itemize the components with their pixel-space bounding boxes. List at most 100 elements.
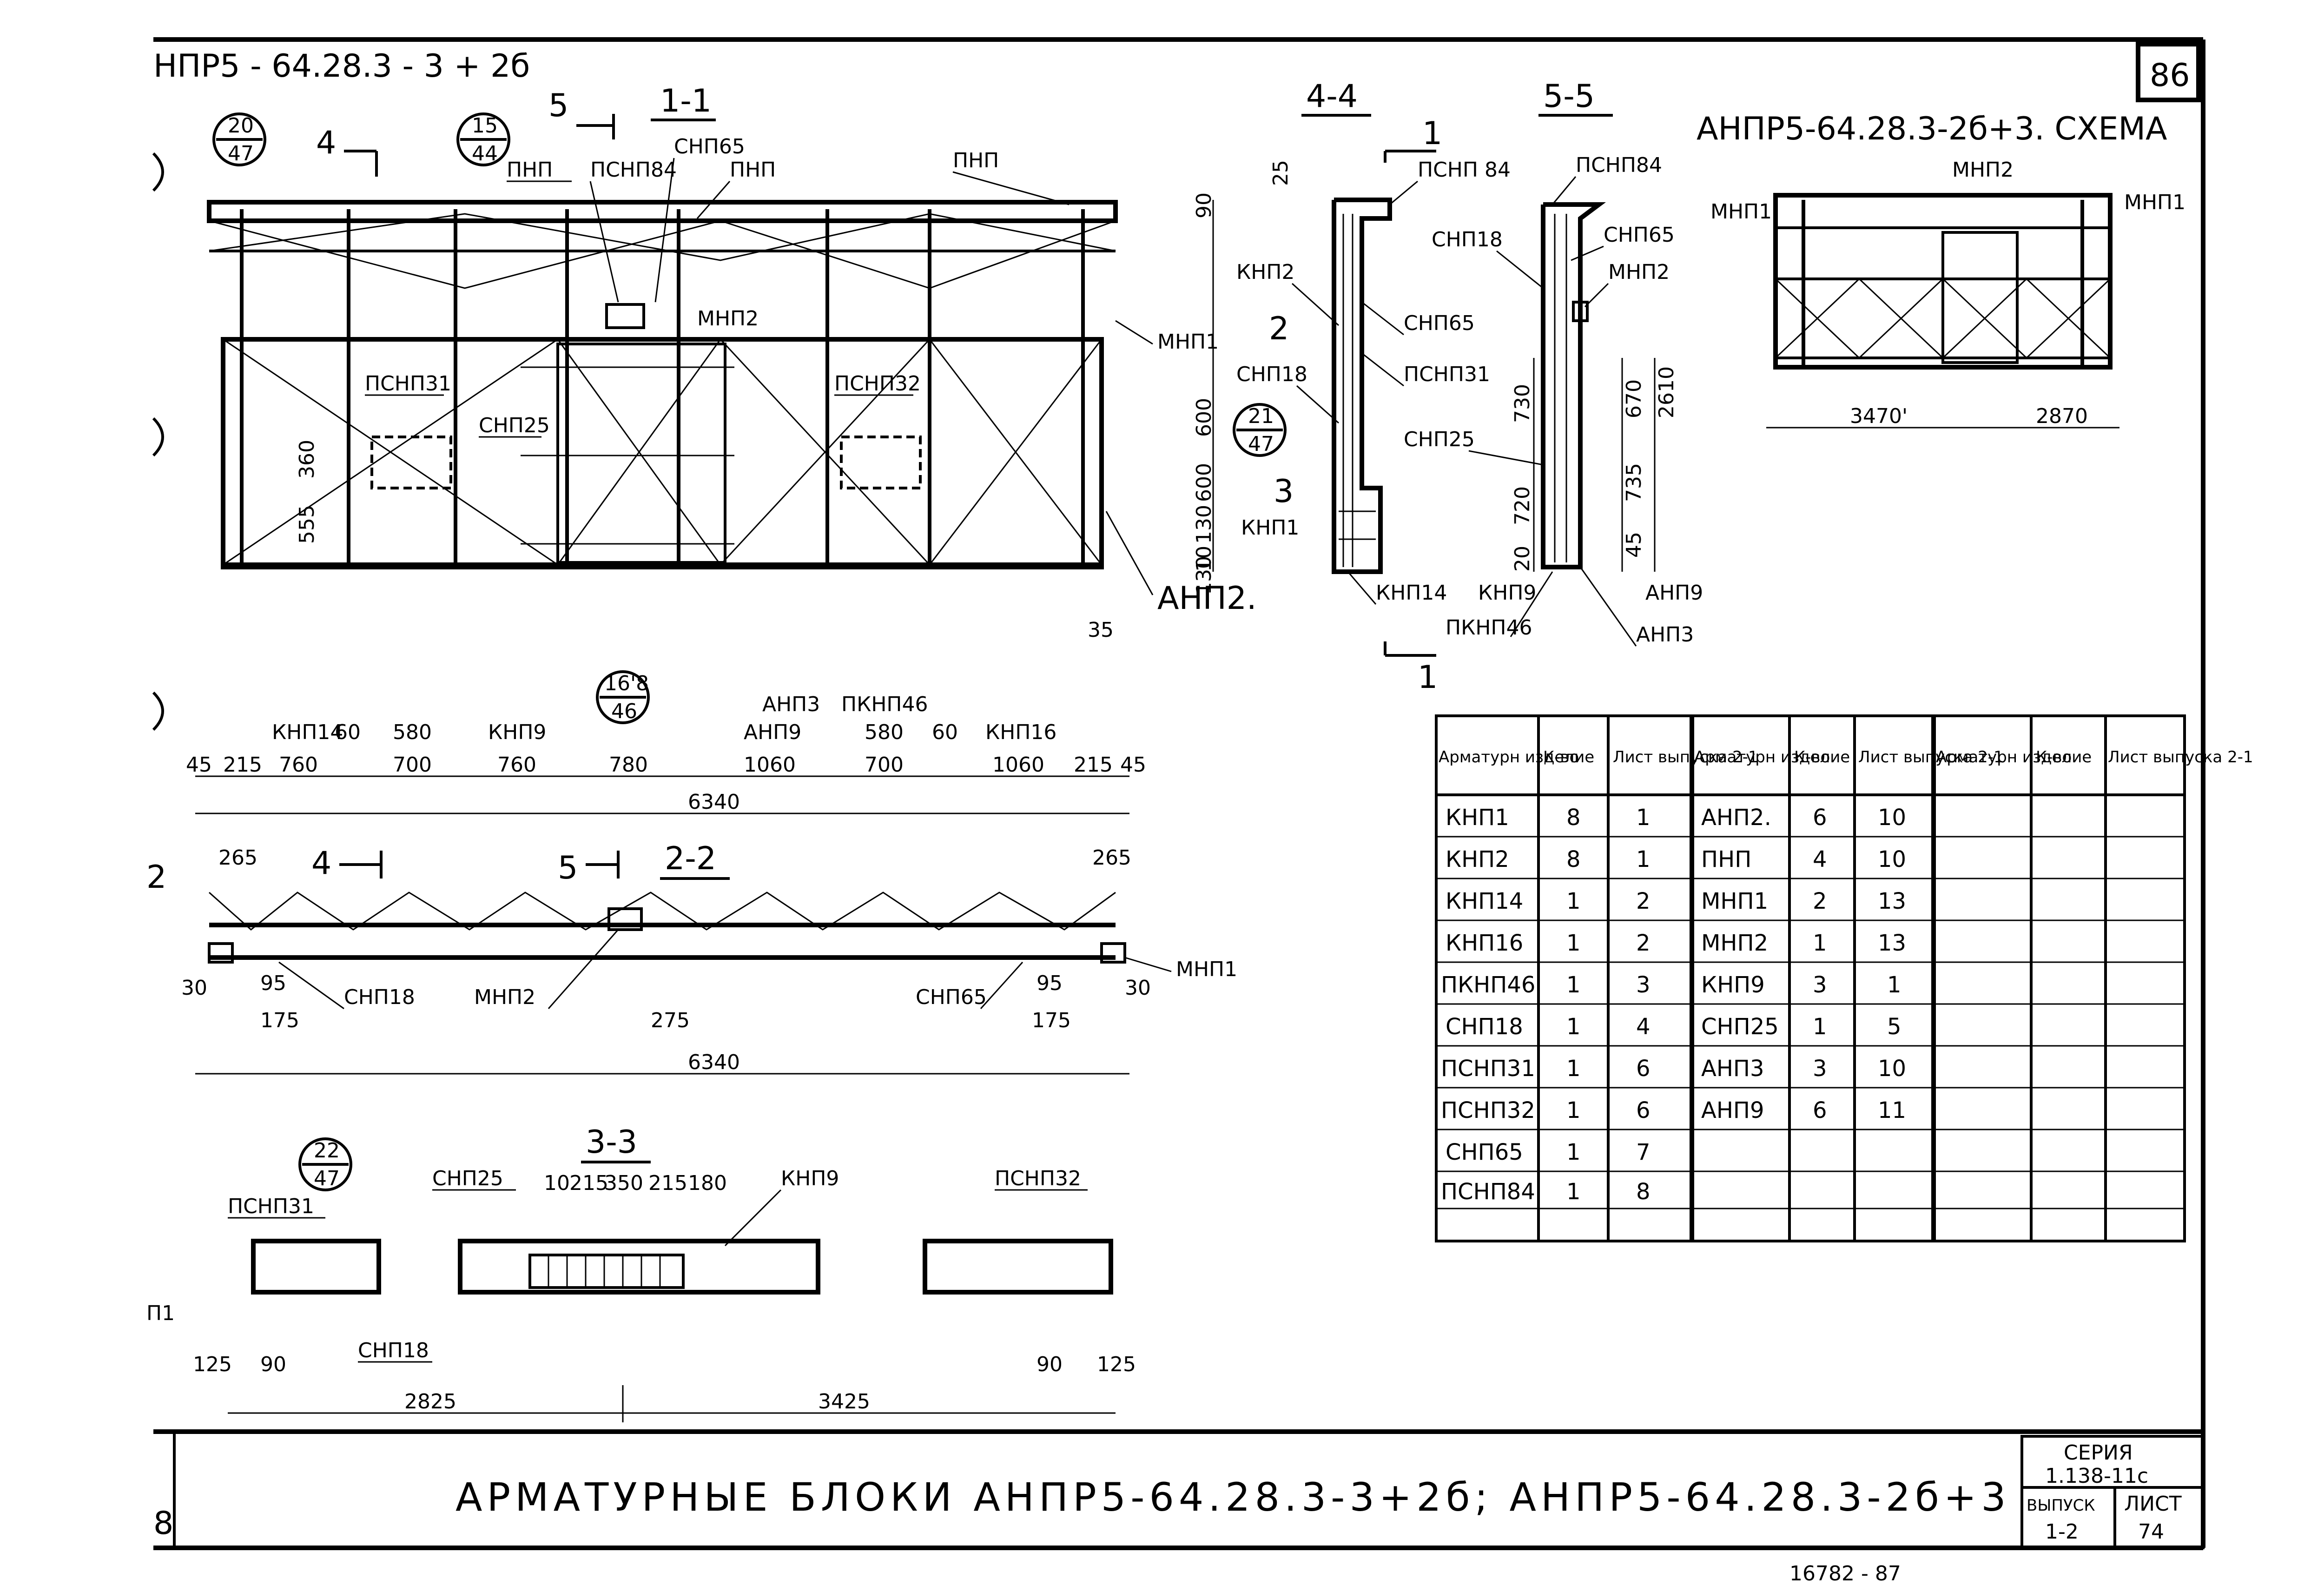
svg-text:АНП3: АНП3	[1636, 623, 1694, 647]
svg-text:1: 1	[1636, 805, 1651, 831]
svg-text:600: 600	[1192, 463, 1216, 502]
left-break-arcs	[152, 152, 164, 731]
svg-text:175: 175	[260, 1009, 299, 1032]
svg-text:735: 735	[1622, 463, 1646, 502]
svg-text:1: 1	[1566, 888, 1581, 914]
svg-text:5: 5	[558, 850, 578, 886]
svg-text:670: 670	[1622, 379, 1646, 418]
svg-text:5-5: 5-5	[1543, 78, 1595, 115]
svg-text:760: 760	[497, 753, 536, 777]
svg-text:45: 45	[1622, 532, 1646, 558]
label-knp16: КНП16	[985, 720, 1056, 744]
svg-text:КНП14: КНП14	[1376, 581, 1447, 605]
svg-text:215: 215	[223, 753, 262, 777]
svg-text:13: 13	[1878, 888, 1906, 914]
svg-text:580: 580	[393, 720, 432, 744]
svg-text:15: 15	[472, 114, 498, 138]
svg-text:95: 95	[260, 971, 286, 995]
svg-text:КНП9: КНП9	[781, 1167, 839, 1190]
section-cut-5-top: 5	[548, 87, 615, 139]
svg-text:5: 5	[548, 87, 568, 124]
title-block: 8 АРМАТУРНЫЕ БЛОКИ АНПР5-64.28.3-3+2б; А…	[153, 1435, 2205, 1585]
svg-text:ПСНП32: ПСНП32	[995, 1167, 1081, 1190]
svg-text:7: 7	[1636, 1139, 1651, 1165]
svg-text:600: 600	[1192, 398, 1216, 437]
svg-text:47: 47	[314, 1167, 340, 1190]
drawing-label: НПР5 - 64.28.3 - 3 + 2б	[153, 48, 530, 85]
svg-text:МНП1: МНП1	[1701, 888, 1768, 914]
svg-text:360: 360	[295, 440, 319, 479]
sheet-value: 74	[2138, 1520, 2164, 1544]
issue-value: 1-2	[2045, 1520, 2079, 1544]
svg-text:1: 1	[1566, 1014, 1581, 1040]
svg-text:СНП65: СНП65	[1446, 1139, 1523, 1165]
svg-text:350: 350	[604, 1171, 643, 1195]
svg-text:8: 8	[1566, 846, 1581, 872]
svg-text:КНП2: КНП2	[1446, 846, 1509, 872]
svg-text:Лист выпуска 2-1: Лист выпуска 2-1	[1613, 748, 1758, 766]
svg-text:МНП2: МНП2	[1608, 260, 1670, 284]
svg-text:АНП9: АНП9	[1645, 581, 1703, 605]
svg-text:МНП1: МНП1	[1176, 958, 1237, 981]
label-snp65: СНП65	[674, 135, 745, 159]
svg-text:580: 580	[865, 720, 904, 744]
svg-text:90: 90	[1192, 192, 1216, 218]
svg-text:1: 1	[1418, 659, 1438, 696]
main-elevation	[207, 200, 1118, 569]
label-knp14: КНП14	[272, 720, 343, 744]
svg-text:2610: 2610	[1655, 366, 1678, 418]
label-psnp31: ПСНП31	[365, 372, 451, 396]
svg-text:30: 30	[181, 976, 207, 1000]
svg-text:1: 1	[1813, 930, 1827, 956]
elevation-bottom-dims: КНП14 60 580 КНП9 АНП3 АНП9 ПКНП46 580 6…	[186, 693, 1146, 814]
svg-text:СНП18: СНП18	[344, 985, 415, 1009]
svg-text:265: 265	[1092, 846, 1131, 870]
svg-text:СНП25: СНП25	[432, 1167, 503, 1190]
svg-text:К-во: К-во	[2036, 748, 2072, 766]
issue-label: ВЫПУСК	[2027, 1496, 2095, 1515]
svg-text:1060: 1060	[744, 753, 796, 777]
bottom-note: 16782 - 87	[1789, 1562, 1901, 1585]
svg-text:К-во: К-во	[1794, 748, 1830, 766]
section-2-2: 2-2 4 5 2 265 265 30 95 175 СНП18 МНП2 2…	[146, 840, 1237, 1075]
svg-text:СНП18: СНП18	[1432, 228, 1503, 251]
svg-text:22: 22	[314, 1139, 340, 1163]
callout-15-44: 15 44	[456, 112, 510, 166]
svg-text:К-во: К-во	[1543, 748, 1579, 766]
series-value: 1.138-11с	[2045, 1464, 2148, 1488]
svg-text:МНП2: МНП2	[474, 985, 535, 1009]
series-label: СЕРИЯ	[2064, 1441, 2133, 1465]
svg-text:20: 20	[1511, 546, 1534, 572]
svg-text:44: 44	[472, 142, 498, 165]
svg-text:95: 95	[1037, 971, 1063, 995]
label-mnp1: МНП1	[1157, 330, 1219, 354]
svg-text:215: 215	[1074, 753, 1113, 777]
svg-text:Арматурн изделие: Арматурн изделие	[1439, 748, 1594, 766]
svg-text:АНП3: АНП3	[1701, 1056, 1764, 1082]
svg-text:45: 45	[1120, 753, 1146, 777]
svg-text:ПСНП32: ПСНП32	[1441, 1097, 1535, 1123]
svg-text:ПКНП46: ПКНП46	[1446, 616, 1532, 640]
svg-text:4: 4	[1813, 846, 1827, 872]
svg-text:Арматурн изделие: Арматурн изделие	[1936, 748, 2092, 766]
svg-text:2: 2	[1813, 888, 1827, 914]
elevation-total-dim: 6340	[688, 790, 740, 814]
svg-text:КНП2: КНП2	[1236, 260, 1294, 284]
label-mnp2: МНП2	[697, 307, 759, 330]
svg-text:1060: 1060	[992, 753, 1044, 777]
svg-text:4-4: 4-4	[1306, 78, 1358, 115]
svg-text:ПСНП 84: ПСНП 84	[1418, 158, 1511, 182]
label-psnp32: ПСНП32	[834, 372, 921, 396]
svg-text:АНП9: АНП9	[1701, 1097, 1764, 1123]
svg-text:215: 215	[648, 1171, 687, 1195]
svg-text:4: 4	[316, 125, 336, 161]
svg-text:ПНП: ПНП	[1701, 846, 1751, 872]
svg-text:4: 4	[1636, 1014, 1651, 1040]
svg-text:КНП1: КНП1	[1241, 516, 1299, 540]
svg-text:3-3: 3-3	[586, 1124, 637, 1161]
section-2-2-total: 6340	[688, 1050, 740, 1074]
svg-text:СНП18: СНП18	[358, 1339, 429, 1362]
svg-text:1: 1	[1566, 1056, 1581, 1082]
svg-text:3: 3	[1636, 972, 1651, 998]
svg-text:1: 1	[1566, 972, 1581, 998]
